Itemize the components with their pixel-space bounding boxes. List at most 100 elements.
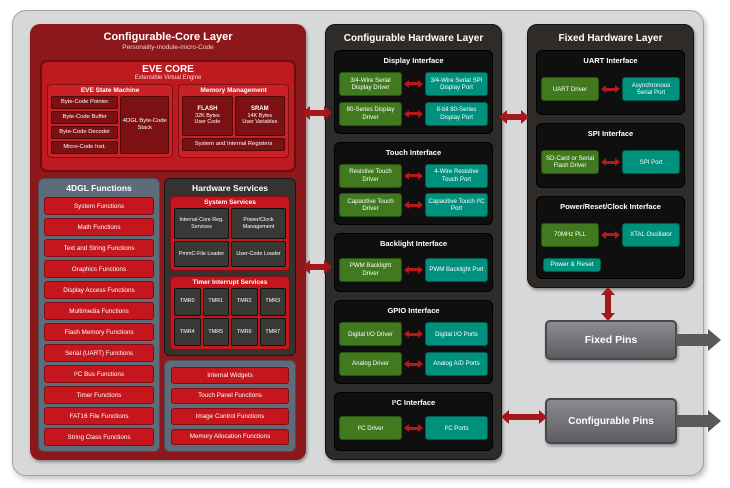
fdgl-function-chip: String Class Functions [44,428,154,446]
byte-code-stack-chip: 4DGL Byte-Code Stack [120,96,170,154]
interface-row: 70MHz PLL XTAL Oscillator [541,216,680,254]
hw-to-configurable-pins-arrow-icon [509,414,539,420]
interface-row: PWM Backlight Driver PWM Backlight Port [339,253,488,286]
fdgl-function-chip: Multimedia Functions [44,302,154,320]
eve-state-machine-items: Byte-Code Pointer Byte-Code Buffer Byte-… [51,96,119,154]
byte-code-decoder-chip: Byte-Code Decoder [51,126,119,139]
timer-interrupt-services-title: Timer Interrupt Services [192,278,268,286]
digital-io-driver-chip: Digital I/O Driver [339,322,402,347]
pwm-backlight-port-chip: PWM Backlight Port [425,257,488,282]
80-series-driver-chip: 80-Series Display Driver [339,101,402,126]
bidirectional-arrow-icon [409,174,418,178]
resistive-touch-driver-chip: Resistive Touch Driver [339,163,402,188]
uart-interface-title: UART Interface [583,56,638,65]
widgets-functions-box: Internal Widgets Touch Panel Functions I… [164,360,296,452]
bidirectional-arrow-icon [606,233,615,237]
timer-chip: TMR3 [259,287,286,316]
power-reset-chip: Power & Reset [543,258,601,273]
eve-state-machine-grid: Byte-Code Pointer Byte-Code Buffer Byte-… [51,96,170,154]
gpio-interface-box: GPIO Interface Digital I/O Driver Digita… [334,300,493,384]
interface-row: Digital I/O Driver Digital I/O Ports [339,320,488,348]
fdgl-function-chip: Graphics Functions [44,260,154,278]
bidirectional-arrow-icon [409,332,418,336]
interface-row: SD-Card or Serial Flash Driver SPI Port [541,143,680,182]
touch-interface-title: Touch Interface [385,147,442,157]
eve-panels: EVE State Machine Byte-Code Pointer Byte… [42,81,294,158]
power-reset-clock-title: Power/Reset/Clock Interface [560,201,661,211]
hw-layer-title: Configurable Hardware Layer [343,33,484,44]
bidirectional-arrow-icon [606,160,615,164]
hardware-services-title: Hardware Services [191,183,269,193]
analog-ad-ports-chip: Analog A/D Ports [425,352,488,377]
fdgl-function-chip: Timer Functions [44,386,154,404]
core-to-hw-arrow-bottom-icon [310,264,324,270]
core-layer-subtitle: Personality-module-micro-Code [122,44,214,51]
memory-management-box: Memory Management FLASH 32K Bytes User C… [178,84,289,158]
byte-code-buffer-chip: Byte-Code Buffer [51,111,119,124]
bidirectional-arrow-icon [409,112,418,116]
sram-usage: User Variables [242,119,278,126]
bidirectional-arrow-icon [409,268,418,272]
timer-chip: TMR4 [174,317,201,346]
memory-allocation-functions-chip: Memory Allocation Functions [171,428,289,445]
timer-chip: TMR2 [231,287,258,316]
core-layer-title: Configurable-Core Layer [103,31,233,43]
memory-management-title: Memory Management [200,87,267,94]
internal-registers-chip: System and Internal Registers [182,138,285,151]
timer-chip: TMR0 [174,287,201,316]
80-series-port-chip: 8-bit 80-Series Display Port [425,101,488,126]
configurable-pins-out-arrow-icon [676,415,708,427]
byte-code-pointer-chip: Byte-Code Pointer [51,96,119,109]
touch-panel-functions-chip: Touch Panel Functions [171,387,289,404]
i2c-ports-chip: I²C Ports [425,416,488,441]
pll-chip: 70MHz PLL [541,222,599,247]
sd-card-flash-driver-chip: SD-Card or Serial Flash Driver [541,150,599,175]
fixed-pins-out-arrow-icon [676,334,708,346]
resistive-touch-port-chip: 4-Wire Resistive Touch Port [425,163,488,188]
hardware-services-box: Hardware Services System Services Intern… [164,178,296,356]
system-services-box: System Services Internal-Core Reg. Servi… [170,196,290,271]
interface-row: Resistive Touch Driver 4-Wire Resistive … [339,162,488,190]
fdgl-function-chip: Math Functions [44,218,154,236]
timer-chip: TMR6 [231,317,258,346]
spi-display-port-chip: 3/4-Wire Serial SPI Display Port [425,71,488,96]
flash-usage: User Code [194,119,221,126]
core-to-hw-arrow-top-icon [310,110,324,116]
i2c-driver-chip: I²C Driver [339,416,402,441]
digital-io-ports-chip: Digital I/O Ports [425,322,488,347]
micro-code-inst-chip: Micro-Code Inst. [51,141,119,154]
sram-name: SRAM [250,106,269,113]
configurable-hardware-layer: Configurable Hardware Layer Display Inte… [325,24,502,460]
timer-chip: TMR5 [202,317,229,346]
internal-widgets-chip: Internal Widgets [171,367,289,384]
fdgl-functions-box: 4DGL Functions System Functions Math Fun… [38,178,160,452]
spi-port-chip: SPI Port [622,150,680,175]
interface-row: I²C Driver I²C Ports [339,412,488,445]
spi-interface-box: SPI Interface SD-Card or Serial Flash Dr… [536,122,685,188]
capacitive-touch-port-chip: Capacitive Touch I²C Port [425,193,488,218]
serial-display-driver-chip: 3/4-Wire Serial Display Driver [339,71,402,96]
backlight-interface-title: Backlight Interface [379,239,448,249]
i2c-interface-title: I²C Interface [391,397,436,407]
fdgl-function-chip: Text and String Functions [44,239,154,257]
capacitive-touch-driver-chip: Capacitive Touch Driver [339,193,402,218]
fdgl-functions-title: 4DGL Functions [66,183,132,193]
flash-chip: FLASH 32K Bytes User Code [182,96,233,136]
eve-state-machine-title: EVE State Machine [80,87,140,94]
interface-row: Capacitive Touch Driver Capacitive Touch… [339,191,488,219]
bidirectional-arrow-icon [409,426,418,430]
power-reset-clock-interface-box: Power/Reset/Clock Interface 70MHz PLL XT… [536,195,685,280]
fdgl-function-chip: Display Access Functions [44,281,154,299]
timer-chip: TMR7 [259,317,286,346]
sram-chip: SRAM 14K Bytes User Variables [234,96,286,136]
fdgl-functions-list: System Functions Math Functions Text and… [44,197,154,446]
async-serial-port-chip: Asynchronous Serial Port [622,77,680,102]
timer-chip: TMR1 [202,287,229,316]
uart-interface-box: UART Interface UART Driver Asynchronous … [536,50,685,115]
fixed-layer-title: Fixed Hardware Layer [558,33,663,44]
flash-size: 32K Bytes [195,113,220,120]
memory-chips: FLASH 32K Bytes User Code SRAM 14K Bytes… [182,96,286,136]
user-code-loader-chip: User-Code Loader [231,241,286,267]
pmmc-loader-chip: PmmC-File Loader [174,241,229,267]
eve-state-machine-box: EVE State Machine Byte-Code Pointer Byte… [47,84,174,158]
